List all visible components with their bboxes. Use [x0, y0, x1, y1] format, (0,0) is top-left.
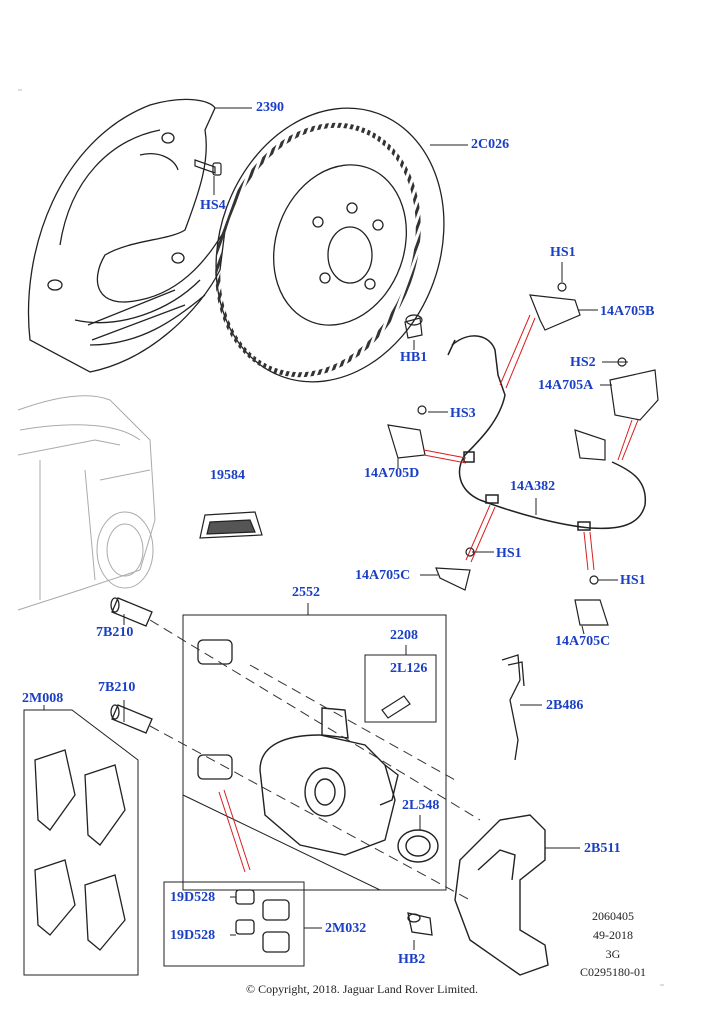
label-hb2[interactable]: HB2 — [398, 952, 426, 967]
bracket-14a705a-drawing — [574, 357, 659, 461]
copyright-notice: © Copyright, 2018. Jaguar Land Rover Lim… — [245, 982, 479, 996]
label-hs1-middle[interactable]: HS1 — [496, 546, 522, 561]
info-code-4: C0295180-01 — [580, 965, 646, 979]
label-hs4[interactable]: HS4 — [200, 198, 226, 213]
label-hs2[interactable]: HS2 — [570, 355, 596, 370]
label-14a705d[interactable]: 14A705D — [364, 466, 420, 481]
label-2l548[interactable]: 2L548 — [402, 798, 440, 813]
label-14a705c-left[interactable]: 14A705C — [355, 568, 411, 583]
label-2390[interactable]: 2390 — [256, 100, 284, 115]
label-14a705a[interactable]: 14A705A — [538, 378, 594, 393]
label-2l126[interactable]: 2L126 — [390, 661, 428, 676]
label-2b486[interactable]: 2B486 — [546, 698, 584, 713]
sensor-harness-drawing — [447, 335, 647, 531]
label-2c026[interactable]: 2C026 — [471, 137, 510, 152]
label-2552[interactable]: 2552 — [292, 585, 320, 600]
label-2m008[interactable]: 2M008 — [22, 691, 64, 706]
brake-pads-box — [23, 705, 139, 976]
bolt-hb2-drawing — [407, 912, 433, 936]
label-2m032[interactable]: 2M032 — [325, 921, 367, 936]
boot-kit-parts-drawing — [235, 889, 290, 953]
guide-pin-drawing — [110, 597, 153, 734]
label-2208[interactable]: 2208 — [390, 628, 418, 643]
caliper-body-drawing — [259, 707, 399, 856]
brake-pads-drawing — [34, 749, 126, 951]
bolt-hb1-drawing — [404, 314, 423, 339]
info-code-3: 3G — [605, 947, 621, 961]
caliper-kit-box — [182, 603, 447, 891]
splash-shield-drawing — [27, 98, 226, 373]
leader-lines — [123, 107, 628, 950]
bracket-14a705b-drawing — [529, 282, 581, 331]
vehicle-outline-drawing — [17, 395, 156, 611]
piston-seal-drawing — [397, 829, 439, 863]
boot-kit-box — [163, 881, 305, 967]
label-hs1-top[interactable]: HS1 — [550, 245, 576, 260]
label-7b210-top[interactable]: 7B210 — [96, 625, 134, 640]
label-19584[interactable]: 19584 — [210, 468, 245, 483]
grease-sachet-drawing — [199, 511, 263, 539]
anti-rattle-spring-drawing — [501, 654, 525, 761]
label-14a705b[interactable]: 14A705B — [600, 304, 655, 319]
label-14a382[interactable]: 14A382 — [510, 479, 556, 494]
label-19d528-top[interactable]: 19D528 — [170, 890, 216, 905]
label-2b511[interactable]: 2B511 — [584, 841, 621, 856]
guide-pin-bushes-drawing — [197, 639, 233, 780]
label-hs1-right[interactable]: HS1 — [620, 573, 646, 588]
label-hb1[interactable]: HB1 — [400, 350, 428, 365]
assembly-dashed-lines — [149, 619, 481, 901]
info-code-2: 49-2018 — [593, 928, 633, 942]
bracket-14a705d-drawing — [387, 405, 427, 459]
red-leader-lines — [218, 314, 639, 873]
label-hs3[interactable]: HS3 — [450, 406, 476, 421]
bracket-14a705c-right-drawing — [574, 575, 609, 626]
bleed-screw-drawing — [381, 695, 411, 719]
label-7b210-bottom[interactable]: 7B210 — [98, 680, 136, 695]
label-14a705c-right[interactable]: 14A705C — [555, 634, 611, 649]
bolt-hs4-drawing — [194, 159, 222, 176]
caliper-carrier-drawing — [454, 814, 549, 976]
brake-disc-drawing — [215, 107, 445, 383]
label-19d528-bottom[interactable]: 19D528 — [170, 928, 216, 943]
info-code-1: 2060405 — [592, 909, 634, 923]
